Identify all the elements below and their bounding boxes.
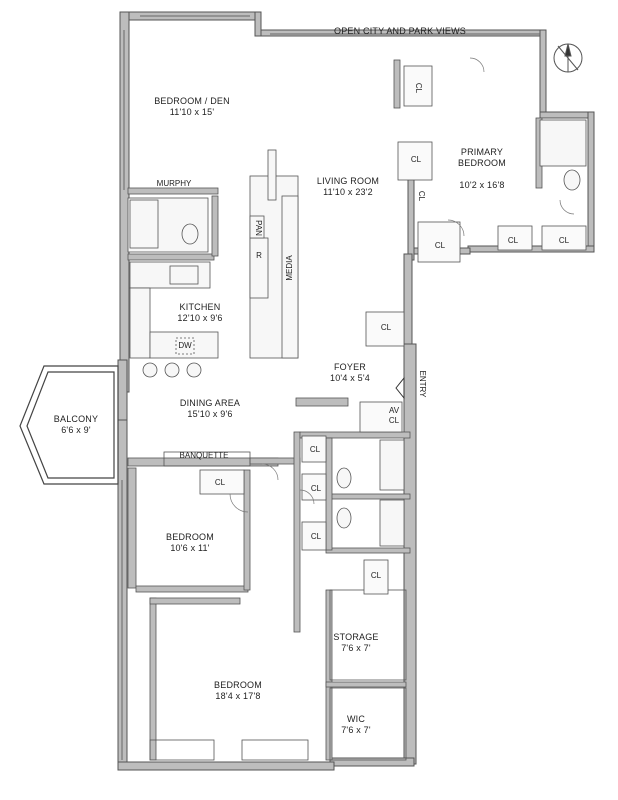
room-name: BEDROOM xyxy=(214,680,262,690)
closet-label: CL xyxy=(370,571,382,580)
room-dims: 12'10 x 9'6 xyxy=(177,313,223,323)
room-dims: 10'2 x 16'8 xyxy=(459,180,505,190)
closet-label: CL xyxy=(310,532,322,541)
room-primary-bedroom: PRIMARY BEDROOM 10'2 x 16'8 xyxy=(458,136,506,202)
room-name: BEDROOM xyxy=(166,532,214,542)
room-bedroom-3: BEDROOM 18'4 x 17'8 xyxy=(214,680,262,702)
murphy-label: MURPHY xyxy=(156,179,192,188)
kitchen-fixtures xyxy=(129,261,219,378)
closet-label: CL xyxy=(434,241,446,250)
closet-label: CL xyxy=(558,236,570,245)
room-dims: 11'10 x 23'2 xyxy=(323,187,373,197)
closet-label: CL xyxy=(417,190,426,202)
interior-walls xyxy=(127,59,543,761)
dw-label: DW xyxy=(178,341,192,350)
room-storage: STORAGE 7'6 x 7' xyxy=(333,632,378,654)
room-dims: 18'4 x 17'8 xyxy=(215,691,261,701)
room-bedroom-2: BEDROOM 10'6 x 11' xyxy=(166,532,214,554)
exterior-walls xyxy=(117,11,595,771)
room-foyer: FOYER 10'4 x 5'4 xyxy=(330,362,370,384)
closet-label: CL xyxy=(414,82,423,94)
room-dims: 7'6 x 7' xyxy=(341,643,371,653)
room-bedroom-den: BEDROOM / DEN 11'10 x 15' xyxy=(154,96,230,118)
room-dims: 15'10 x 9'6 xyxy=(187,409,233,419)
closet-label: CL xyxy=(310,484,322,493)
r-label: R xyxy=(256,251,262,260)
room-name: BALCONY xyxy=(53,414,99,424)
closet-label: CL xyxy=(410,155,422,164)
room-name: BEDROOM / DEN xyxy=(154,96,230,106)
room-name: WIC xyxy=(346,714,366,724)
media-cabinetry xyxy=(249,149,299,359)
compass-icon xyxy=(553,43,583,73)
windows xyxy=(121,15,540,760)
room-dims: 10'6 x 11' xyxy=(170,543,210,553)
room-balcony: BALCONY 6'6 x 9' xyxy=(54,414,98,436)
room-wic: WIC 7'6 x 7' xyxy=(341,714,371,736)
av-closet-label: AV CL xyxy=(388,406,400,425)
banquette-label: BANQUETTE xyxy=(179,451,229,460)
room-dims: 11'10 x 15' xyxy=(169,107,215,117)
room-name: FOYER xyxy=(333,362,366,372)
room-name: LIVING ROOM xyxy=(316,176,380,186)
door-swings xyxy=(229,57,575,513)
closet-label: CL xyxy=(309,445,321,454)
media-label: MEDIA xyxy=(285,255,294,281)
closet-label: CL xyxy=(507,236,519,245)
bathroom-fixtures xyxy=(127,119,587,547)
pan-label: PAN xyxy=(254,220,263,236)
room-living: LIVING ROOM 11'10 x 23'2 xyxy=(317,176,379,198)
views-label: OPEN CITY AND PARK VIEWS xyxy=(334,26,466,36)
room-dims: 6'6 x 9' xyxy=(61,425,91,435)
room-name: PRIMARY BEDROOM xyxy=(458,147,506,168)
entry-label: ENTRY xyxy=(418,370,427,398)
room-dining: DINING AREA 15'10 x 9'6 xyxy=(180,398,240,420)
room-name: DINING AREA xyxy=(179,398,241,408)
closet-label: CL xyxy=(380,323,392,332)
room-name: KITCHEN xyxy=(179,302,221,312)
entry-arrow xyxy=(395,376,405,400)
room-name: STORAGE xyxy=(333,632,379,642)
room-dims: 7'6 x 7' xyxy=(341,725,371,735)
closets xyxy=(199,65,587,595)
room-kitchen: KITCHEN 12'10 x 9'6 xyxy=(177,302,222,324)
room-dims: 10'4 x 5'4 xyxy=(330,373,370,383)
closet-label: CL xyxy=(214,478,226,487)
balcony-outline xyxy=(19,365,119,485)
